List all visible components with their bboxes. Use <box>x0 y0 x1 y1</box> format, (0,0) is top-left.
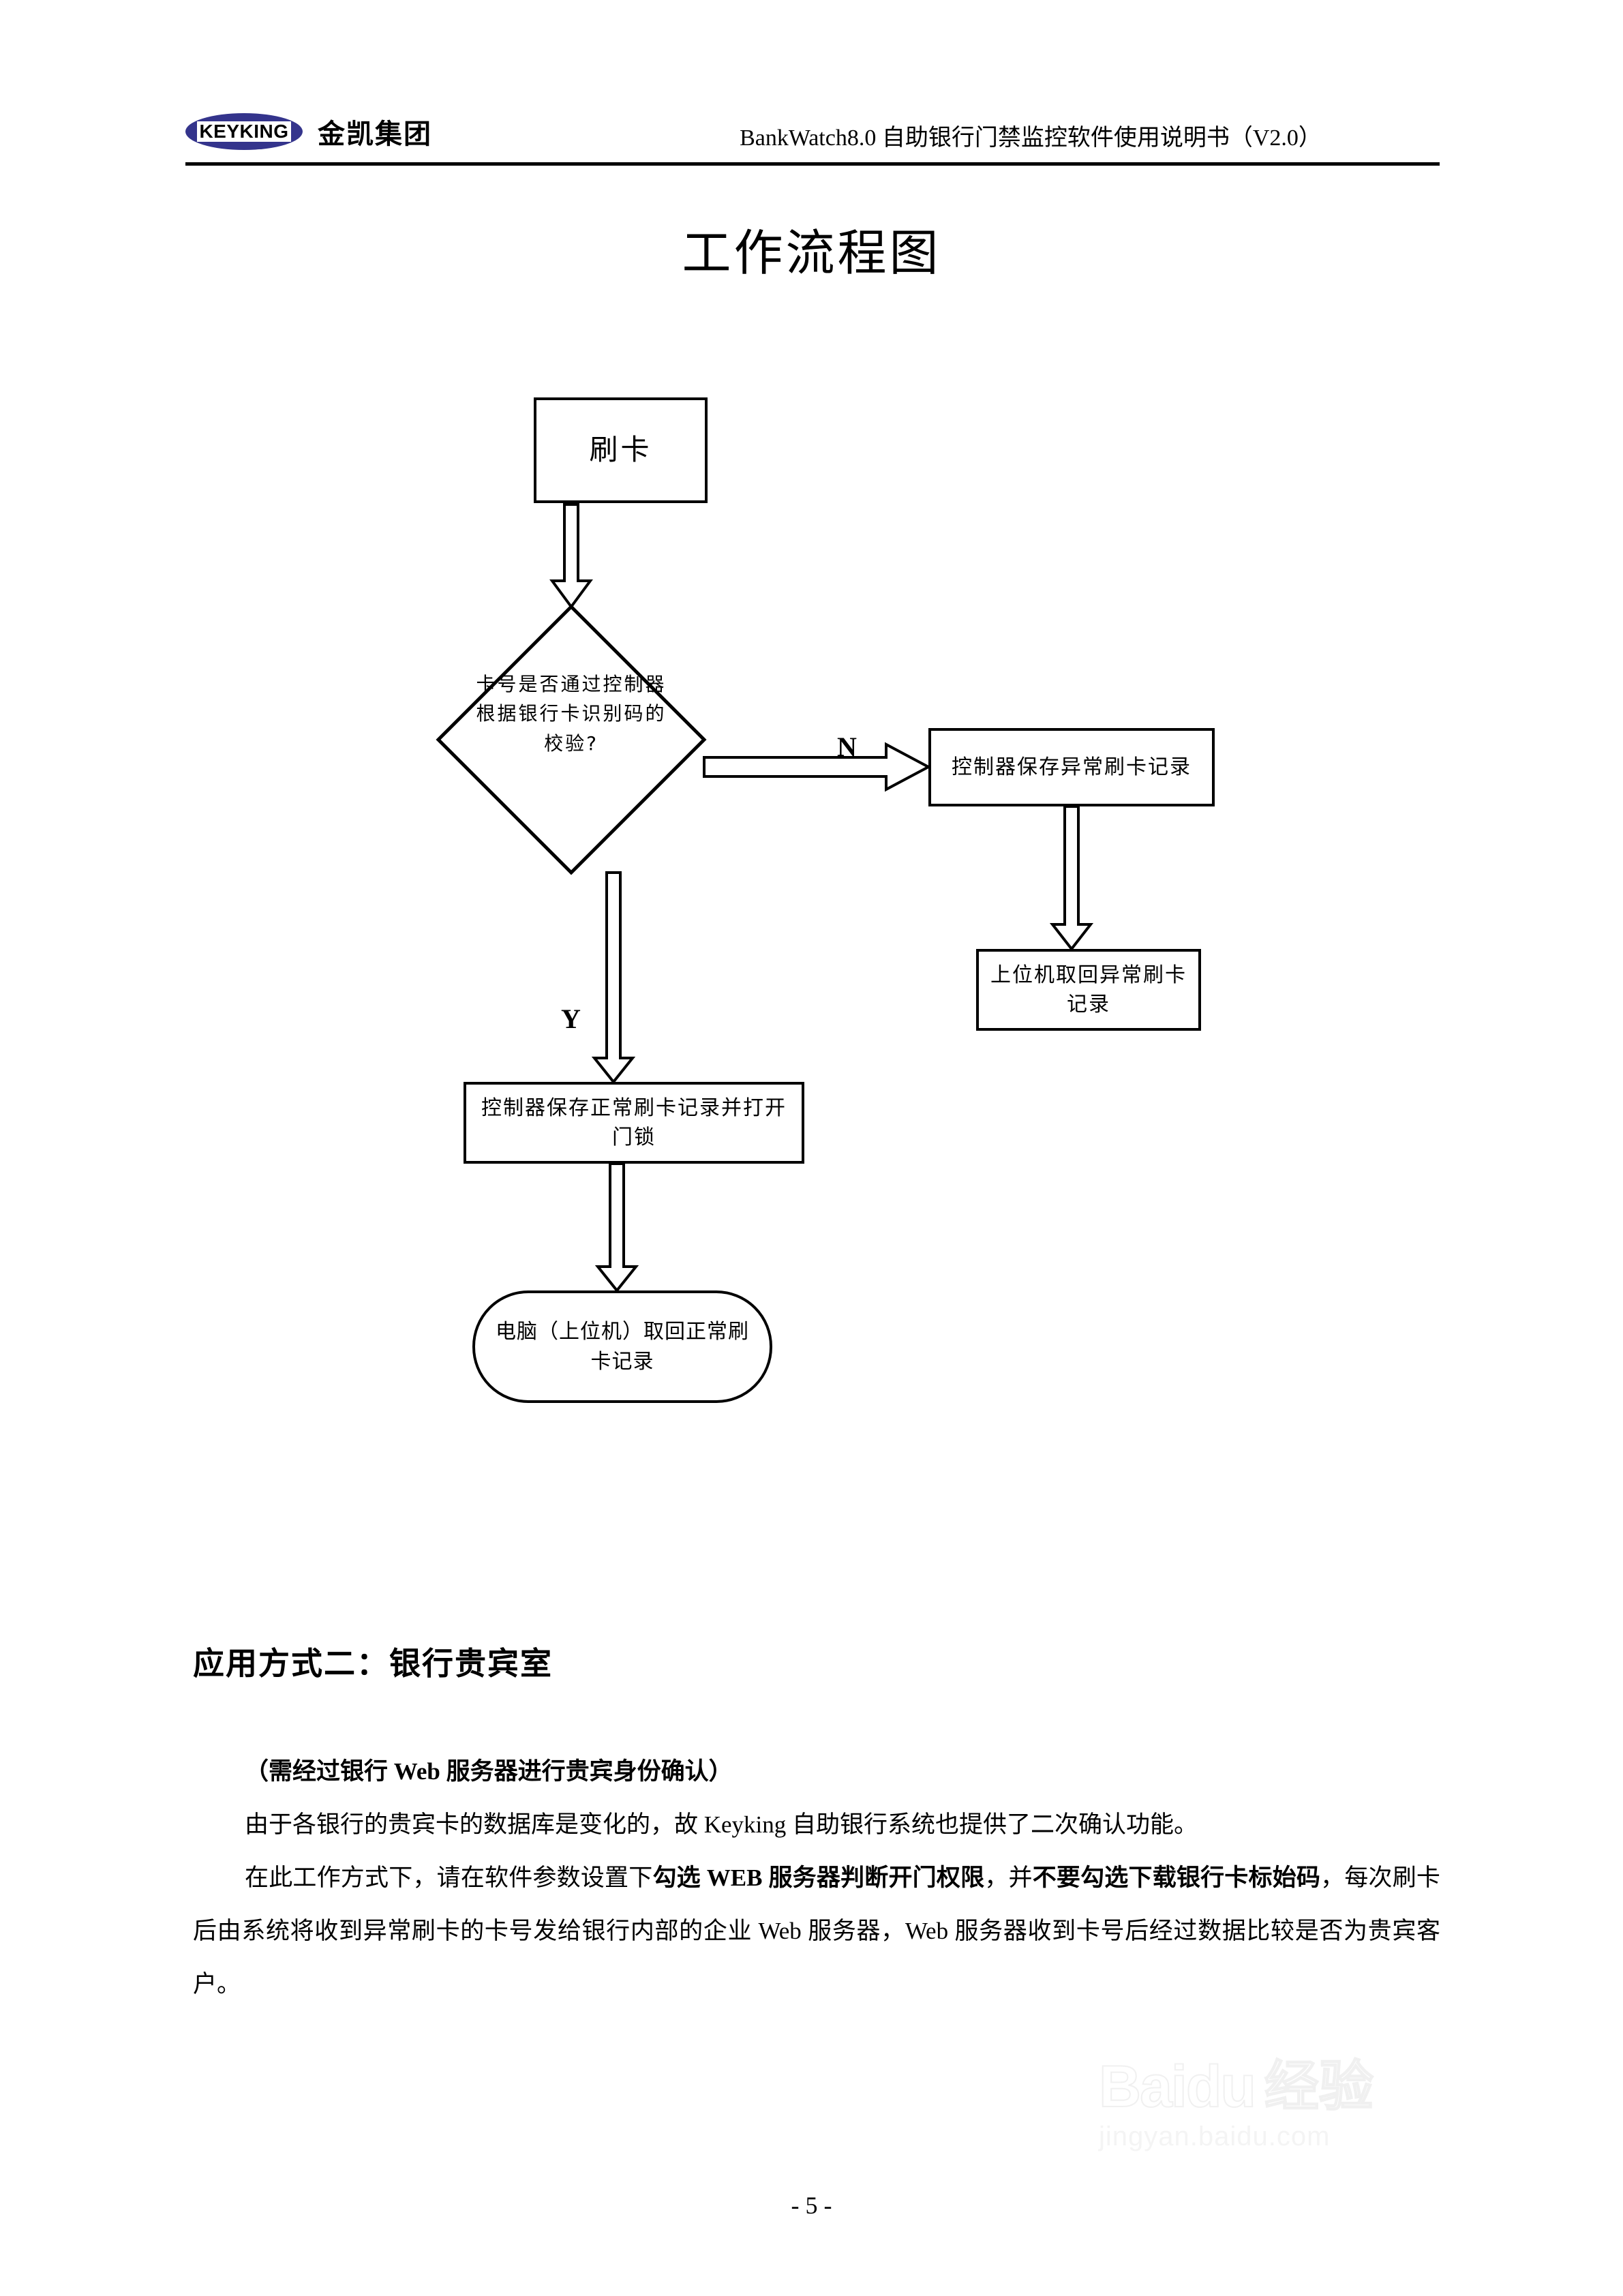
paragraph-2-bold-2: 不要勾选下载银行卡标始码 <box>1032 1864 1321 1891</box>
section-heading: 应用方式二：银行贵宾室 <box>193 1645 553 1682</box>
page-header: KEYKING 金凯集团 BankWatch8.0 自助银行门禁监控软件使用说明… <box>185 109 1440 170</box>
baidu-wordmark: Baidu <box>1098 2054 1257 2119</box>
arrow-decision-to-normal-save <box>591 871 636 1085</box>
header-document-title: BankWatch8.0 自助银行门禁监控软件使用说明书（V2.0） <box>740 125 1322 151</box>
section-subheading: （需经过银行 Web 服务器进行贵宾身份确认） <box>193 1745 1440 1798</box>
arrow-swipe-to-decision <box>549 503 593 609</box>
paragraph-2-segment-1: 在此工作方式下，请在软件参数设置下 <box>245 1864 653 1891</box>
section-subheading-text: （需经过银行 Web 服务器进行贵宾身份确认） <box>245 1758 733 1785</box>
arrow-decision-to-abnormal-save <box>703 742 932 792</box>
keyking-logo-text: KEYKING <box>197 121 291 142</box>
keyking-logo-badge: KEYKING <box>185 113 303 150</box>
watermark-logo-row: Baidu 经验 <box>1098 2054 1521 2119</box>
flow-node-swipe-card[interactable]: 刷卡 <box>534 397 708 503</box>
section-body: （需经过银行 Web 服务器进行贵宾身份确认） 由于各银行的贵宾卡的数据库是变化… <box>193 1745 1440 2011</box>
flow-node-abnormal-save[interactable]: 控制器保存异常刷卡记录 <box>928 728 1215 806</box>
section-paragraph-1: 由于各银行的贵宾卡的数据库是变化的，故 Keyking 自助银行系统也提供了二次… <box>245 1811 1198 1838</box>
flow-node-decision-label: 卡号是否通过控制器根据银行卡识别码的校验? <box>476 673 667 755</box>
flow-branch-label-no: N <box>837 731 857 762</box>
watermark-url: jingyan.baidu.com <box>1099 2121 1331 2151</box>
header-divider <box>185 162 1440 166</box>
page-title: 工作流程图 <box>682 224 941 282</box>
flow-node-normal-fetch[interactable]: 电脑（上位机）取回正常刷卡记录 <box>472 1290 772 1403</box>
arrow-normal-save-to-fetch <box>594 1162 639 1293</box>
section-paragraph-2: 在此工作方式下，请在软件参数设置下勾选 WEB 服务器判断开门权限，并不要勾选下… <box>193 1852 1440 2011</box>
flow-branch-label-yes: Y <box>561 1003 581 1034</box>
paragraph-2-bold-1: 勾选 WEB 服务器判断开门权限 <box>652 1864 985 1891</box>
company-name-cn: 金凯集团 <box>318 119 432 150</box>
flow-node-decision[interactable]: 卡号是否通过控制器根据银行卡识别码的校验? <box>438 607 704 873</box>
footer-page-number: - 5 - <box>791 2192 832 2219</box>
company-logo: KEYKING 金凯集团 <box>185 112 432 151</box>
paragraph-2-segment-3: ，每次刷卡后由系统将收到异常刷卡的卡号发给银行内部的企业 Web 服务器，Web… <box>193 1864 1440 1997</box>
flow-node-abnormal-fetch[interactable]: 上位机取回异常刷卡记录 <box>976 949 1201 1031</box>
jingyan-wordmark-cn: 经验 <box>1264 2055 1374 2118</box>
flow-node-normal-save[interactable]: 控制器保存正常刷卡记录并打开门锁 <box>464 1082 804 1164</box>
paragraph-2-segment-2: ，并 <box>984 1864 1033 1891</box>
arrow-abnormal-save-to-fetch <box>1049 805 1094 952</box>
